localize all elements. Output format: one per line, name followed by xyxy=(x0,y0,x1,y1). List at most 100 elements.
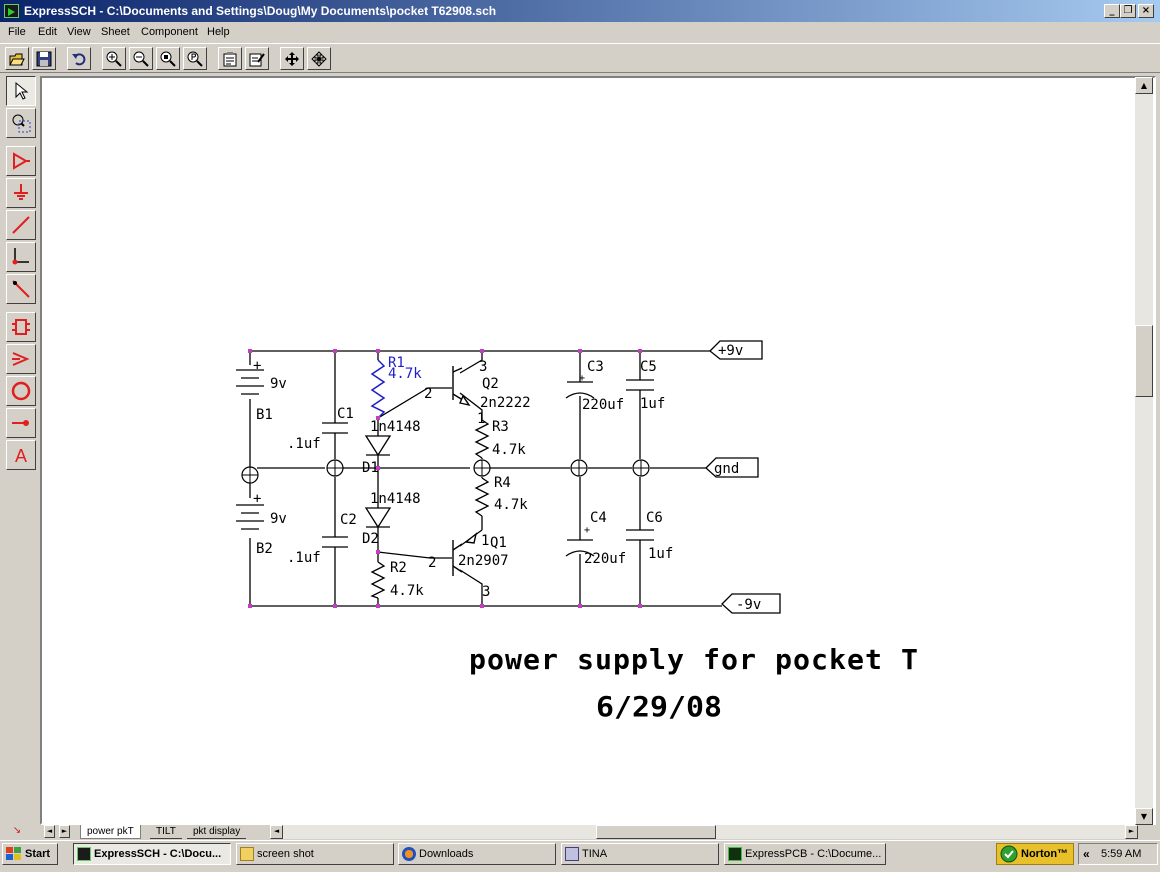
part-tool[interactable] xyxy=(6,312,36,342)
scroll-up-button[interactable]: ▲ xyxy=(1135,77,1153,94)
restore-button[interactable]: ❐ xyxy=(1120,4,1136,18)
norton-button[interactable]: Norton™ xyxy=(996,843,1074,865)
minimize-button[interactable]: _ xyxy=(1104,4,1120,18)
undo-button[interactable] xyxy=(67,47,91,70)
resistor-r3[interactable] xyxy=(474,419,490,459)
sheet-tab-row: ↘ ◄ ► power pkT TILT pkt display ◄ ► xyxy=(0,825,1160,840)
menu-sheet[interactable]: Sheet xyxy=(101,26,130,38)
tab-pkt-display[interactable]: pkt display xyxy=(187,825,247,839)
menu-help[interactable]: Help xyxy=(207,26,230,38)
b1-voltage-label: 9v xyxy=(270,376,287,392)
zoom-out-icon xyxy=(133,51,149,67)
task-screen-shot[interactable]: screen shot xyxy=(236,843,394,865)
port-gnd-label: gnd xyxy=(714,461,739,477)
port-neg-9v[interactable] xyxy=(721,593,781,614)
component-icon xyxy=(13,152,30,170)
text-tool[interactable]: A xyxy=(6,440,36,470)
open-button[interactable] xyxy=(5,47,29,70)
q2-type-label: 2n2222 xyxy=(480,395,531,411)
pin-icon xyxy=(12,420,29,426)
capacitor-c5[interactable] xyxy=(626,379,654,391)
capacitor-c2[interactable] xyxy=(322,536,348,548)
start-button[interactable]: Start xyxy=(2,843,58,865)
save-icon xyxy=(36,51,52,67)
resistor-r1[interactable] xyxy=(370,359,386,419)
task-tina[interactable]: TINA xyxy=(561,843,719,865)
scroll-right-button[interactable]: ► xyxy=(1125,825,1138,839)
menu-edit[interactable]: Edit xyxy=(38,26,57,38)
task-downloads-label: Downloads xyxy=(419,848,474,860)
close-button[interactable]: × xyxy=(1138,4,1154,18)
tray-expand-button[interactable]: « xyxy=(1083,847,1090,861)
horizontal-scrollbar[interactable]: ◄ ► xyxy=(270,825,1138,839)
transistor-q2[interactable] xyxy=(452,366,471,407)
tab-next-button[interactable]: ► xyxy=(59,825,70,838)
wire-tool[interactable] xyxy=(6,210,36,240)
task-downloads[interactable]: Downloads xyxy=(398,843,556,865)
c3-label: C3 xyxy=(587,359,604,375)
tab-tilt[interactable]: TILT xyxy=(150,825,182,839)
q1-collector-wire[interactable] xyxy=(459,569,483,606)
q2-base-wire[interactable] xyxy=(377,387,452,419)
transistor-q1[interactable] xyxy=(452,532,478,576)
q1-base-wire[interactable] xyxy=(377,551,452,559)
zoom-page-button[interactable] xyxy=(183,47,207,70)
c4-label: C4 xyxy=(590,510,607,526)
resistor-r2[interactable] xyxy=(370,561,386,599)
zoom-fit-icon xyxy=(160,51,176,67)
circle-tool[interactable] xyxy=(6,376,36,406)
vertical-scroll-thumb[interactable] xyxy=(1135,325,1153,397)
save-button[interactable] xyxy=(32,47,56,70)
menu-file[interactable]: File xyxy=(8,26,26,38)
diagonal-wire-tool[interactable] xyxy=(6,274,36,304)
vertical-scrollbar[interactable]: ▲ ▼ xyxy=(1135,77,1153,825)
battery-b1[interactable] xyxy=(236,369,264,395)
r2-value-label: 4.7k xyxy=(390,583,424,599)
zoom-fit-button[interactable] xyxy=(156,47,180,70)
scroll-down-button[interactable]: ▼ xyxy=(1135,808,1153,825)
c2-label: C2 xyxy=(340,512,357,528)
battery-b2[interactable] xyxy=(236,504,264,530)
pin-tool[interactable] xyxy=(6,408,36,438)
menu-component[interactable]: Component xyxy=(141,26,198,38)
ground-tool[interactable] xyxy=(6,178,36,208)
horizontal-scroll-thumb[interactable] xyxy=(596,825,716,839)
port-neg-label: -9v xyxy=(736,597,761,613)
schematic-drawing[interactable]: + 9v B1 + 9v B2 C1 .1uf C2 .1uf R1 4.7k … xyxy=(42,78,1134,823)
move-button[interactable] xyxy=(280,47,304,70)
capacitor-c6[interactable] xyxy=(626,529,654,541)
port-gnd[interactable] xyxy=(705,457,759,478)
zoom-in-button[interactable] xyxy=(102,47,126,70)
c1-label: C1 xyxy=(337,406,354,422)
component-tool[interactable] xyxy=(6,146,36,176)
schematic-canvas[interactable]: + 9v B1 + 9v B2 C1 .1uf C2 .1uf R1 4.7k … xyxy=(40,76,1156,825)
tab-prev-button[interactable]: ◄ xyxy=(44,825,55,838)
zoom-out-button[interactable] xyxy=(129,47,153,70)
d1-label: D1 xyxy=(362,460,379,476)
wire-corner-tool[interactable] xyxy=(6,242,36,272)
capacitor-c3[interactable] xyxy=(565,381,595,399)
task-expresssch[interactable]: ExpressSCH - C:\Docu... xyxy=(73,843,231,865)
tab-power-pkt[interactable]: power pkT xyxy=(80,825,141,839)
edit-properties-button[interactable] xyxy=(245,47,269,70)
q1-label: Q1 xyxy=(490,535,507,551)
zoom-select-tool[interactable] xyxy=(6,108,36,138)
capacitor-c1[interactable] xyxy=(322,422,348,434)
menu-view[interactable]: View xyxy=(67,26,91,38)
diode-d1[interactable] xyxy=(364,435,392,457)
q2-collector-wire[interactable] xyxy=(459,351,483,374)
c4-plus-label: + xyxy=(584,525,590,536)
port-pos-9v[interactable] xyxy=(709,340,763,360)
capacitor-c4[interactable] xyxy=(565,539,595,557)
scroll-left-button[interactable]: ◄ xyxy=(270,825,283,839)
select-tool[interactable] xyxy=(6,76,36,106)
d2-type-label: 1n4148 xyxy=(370,491,421,507)
properties-button[interactable] xyxy=(218,47,242,70)
q2-emitter-wire[interactable] xyxy=(459,392,483,420)
pan-button[interactable] xyxy=(307,47,331,70)
diode-d2[interactable] xyxy=(364,507,392,529)
connector-tool[interactable] xyxy=(6,344,36,374)
resistor-r4[interactable] xyxy=(474,477,490,517)
task-expresspcb[interactable]: ExpressPCB - C:\Docume... xyxy=(724,843,886,865)
taskbar: Start ExpressSCH - C:\Docu... screen sho… xyxy=(0,840,1160,872)
